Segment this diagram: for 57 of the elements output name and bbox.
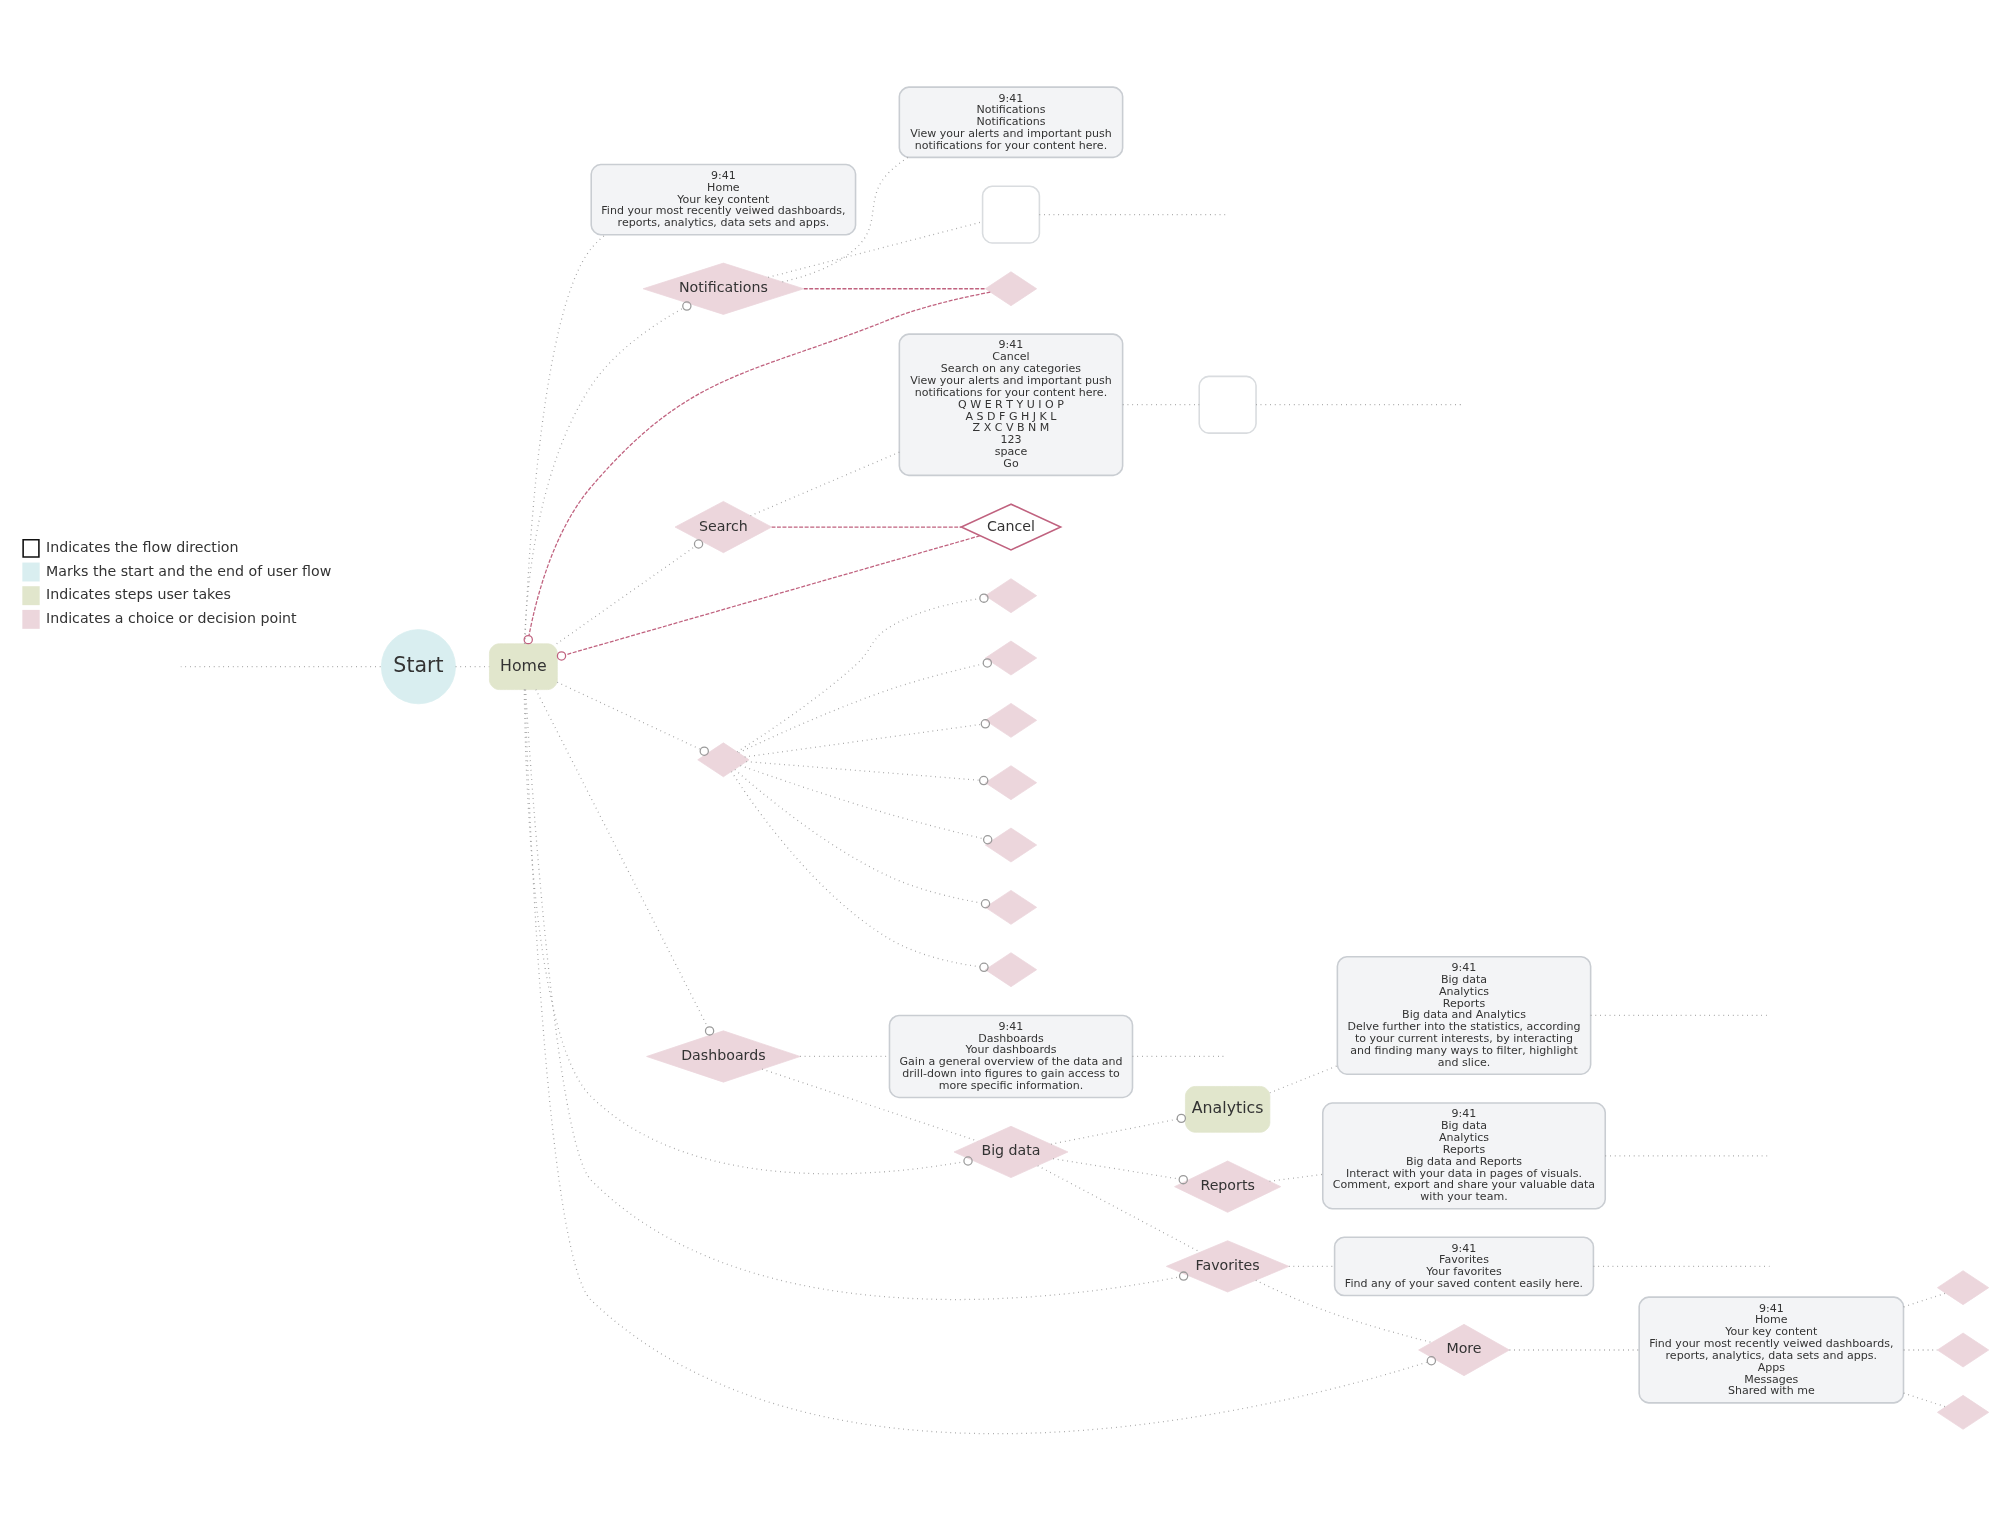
- connector: [1052, 1157, 1188, 1184]
- legend-label: Indicates the flow direction: [46, 538, 239, 555]
- connector: [556, 681, 709, 756]
- connector: [745, 760, 989, 785]
- node-diamond: [984, 764, 1038, 800]
- node-box: 9:41 Big data Analytics Reports Big data and Analytics Delve further into the statistics, according to your current interests, by interacting and finding many ways to filter, highlight and slice.: [1336, 955, 1592, 1075]
- node-box: 9:41 Home Your key content Find your most recently veiwed dashboards, reports, analytics, data sets and apps.: [590, 163, 857, 235]
- node-box: 9:41 Notifications Notifications View your alerts and important push notifications for your content here.: [898, 85, 1124, 158]
- connector: [1269, 1064, 1338, 1093]
- node-box: [981, 184, 1041, 244]
- connector: [1050, 1113, 1187, 1145]
- node-box: 9:41 Dashboards Your dashboards Gain a general overview of the data and drill-down into figures to gain access to more specific information.: [888, 1014, 1134, 1098]
- node-diamond: Dashboards: [646, 1029, 801, 1083]
- node-diamond: Favorites: [1166, 1239, 1290, 1292]
- node-diamond: Notifications: [642, 262, 805, 315]
- connector: [803, 287, 986, 289]
- node-diamond: [984, 702, 1038, 738]
- connector: [1903, 1292, 1947, 1307]
- node-diamond: Reports: [1174, 1160, 1282, 1213]
- connector: [771, 525, 962, 528]
- node-box: 9:41 Favorites Your favorites Find any of your saved content easily here.: [1333, 1235, 1595, 1296]
- node-diamond: [1937, 1332, 1990, 1367]
- node-box: 9:41 Big data Analytics Reports Big data and Reports Interact with your data in pages of visuals. Comment, export and share your valuable data with your team.: [1322, 1101, 1607, 1210]
- connector: [556, 538, 704, 644]
- node-box: 9:41 Home Your key content Find your most recently veiwed dashboards, reports, analytics, data sets and apps. Apps Messages Shared with me: [1638, 1295, 1905, 1404]
- legend-label: Indicates steps user takes: [46, 585, 231, 602]
- node-diamond: Search: [674, 500, 773, 553]
- node-diamond: [984, 577, 1038, 613]
- node-diamond: [984, 951, 1038, 987]
- connector: [556, 534, 981, 661]
- connector: [738, 657, 993, 753]
- connector: [734, 768, 991, 908]
- connector: [1903, 1392, 1947, 1407]
- connector: [523, 291, 991, 644]
- node-box: [1198, 375, 1257, 434]
- connector: [1037, 1164, 1201, 1253]
- connector: [744, 718, 991, 758]
- connector: [730, 770, 989, 972]
- connector: [523, 300, 692, 644]
- node-diamond: Cancel: [959, 502, 1063, 551]
- connector: [1255, 1279, 1433, 1343]
- node-box: 9:41 Cancel Search on any categories View your alerts and important push notifications for your content here. Q W E R T Y U I O P A S D F G H J K L Z X C V B N M 123 space Go: [898, 332, 1124, 476]
- node-diamond: [984, 889, 1038, 925]
- node-diamond: [984, 270, 1038, 306]
- node-diamond: [1937, 1394, 1990, 1430]
- connector: [739, 764, 993, 844]
- connector: [524, 688, 1437, 1434]
- node-circle: Start: [380, 628, 456, 704]
- node-box: Analytics: [1185, 1085, 1271, 1133]
- node-diamond: More: [1418, 1323, 1510, 1376]
- connector: [736, 592, 989, 752]
- connector: [524, 233, 606, 644]
- legend-label: Marks the start and the end of user flow: [46, 561, 332, 578]
- legend-label: Indicates a choice or decision point: [46, 609, 297, 626]
- node-diamond: [1937, 1269, 1990, 1305]
- node-box: Home: [489, 642, 558, 690]
- node-diamond: Big data: [953, 1125, 1069, 1178]
